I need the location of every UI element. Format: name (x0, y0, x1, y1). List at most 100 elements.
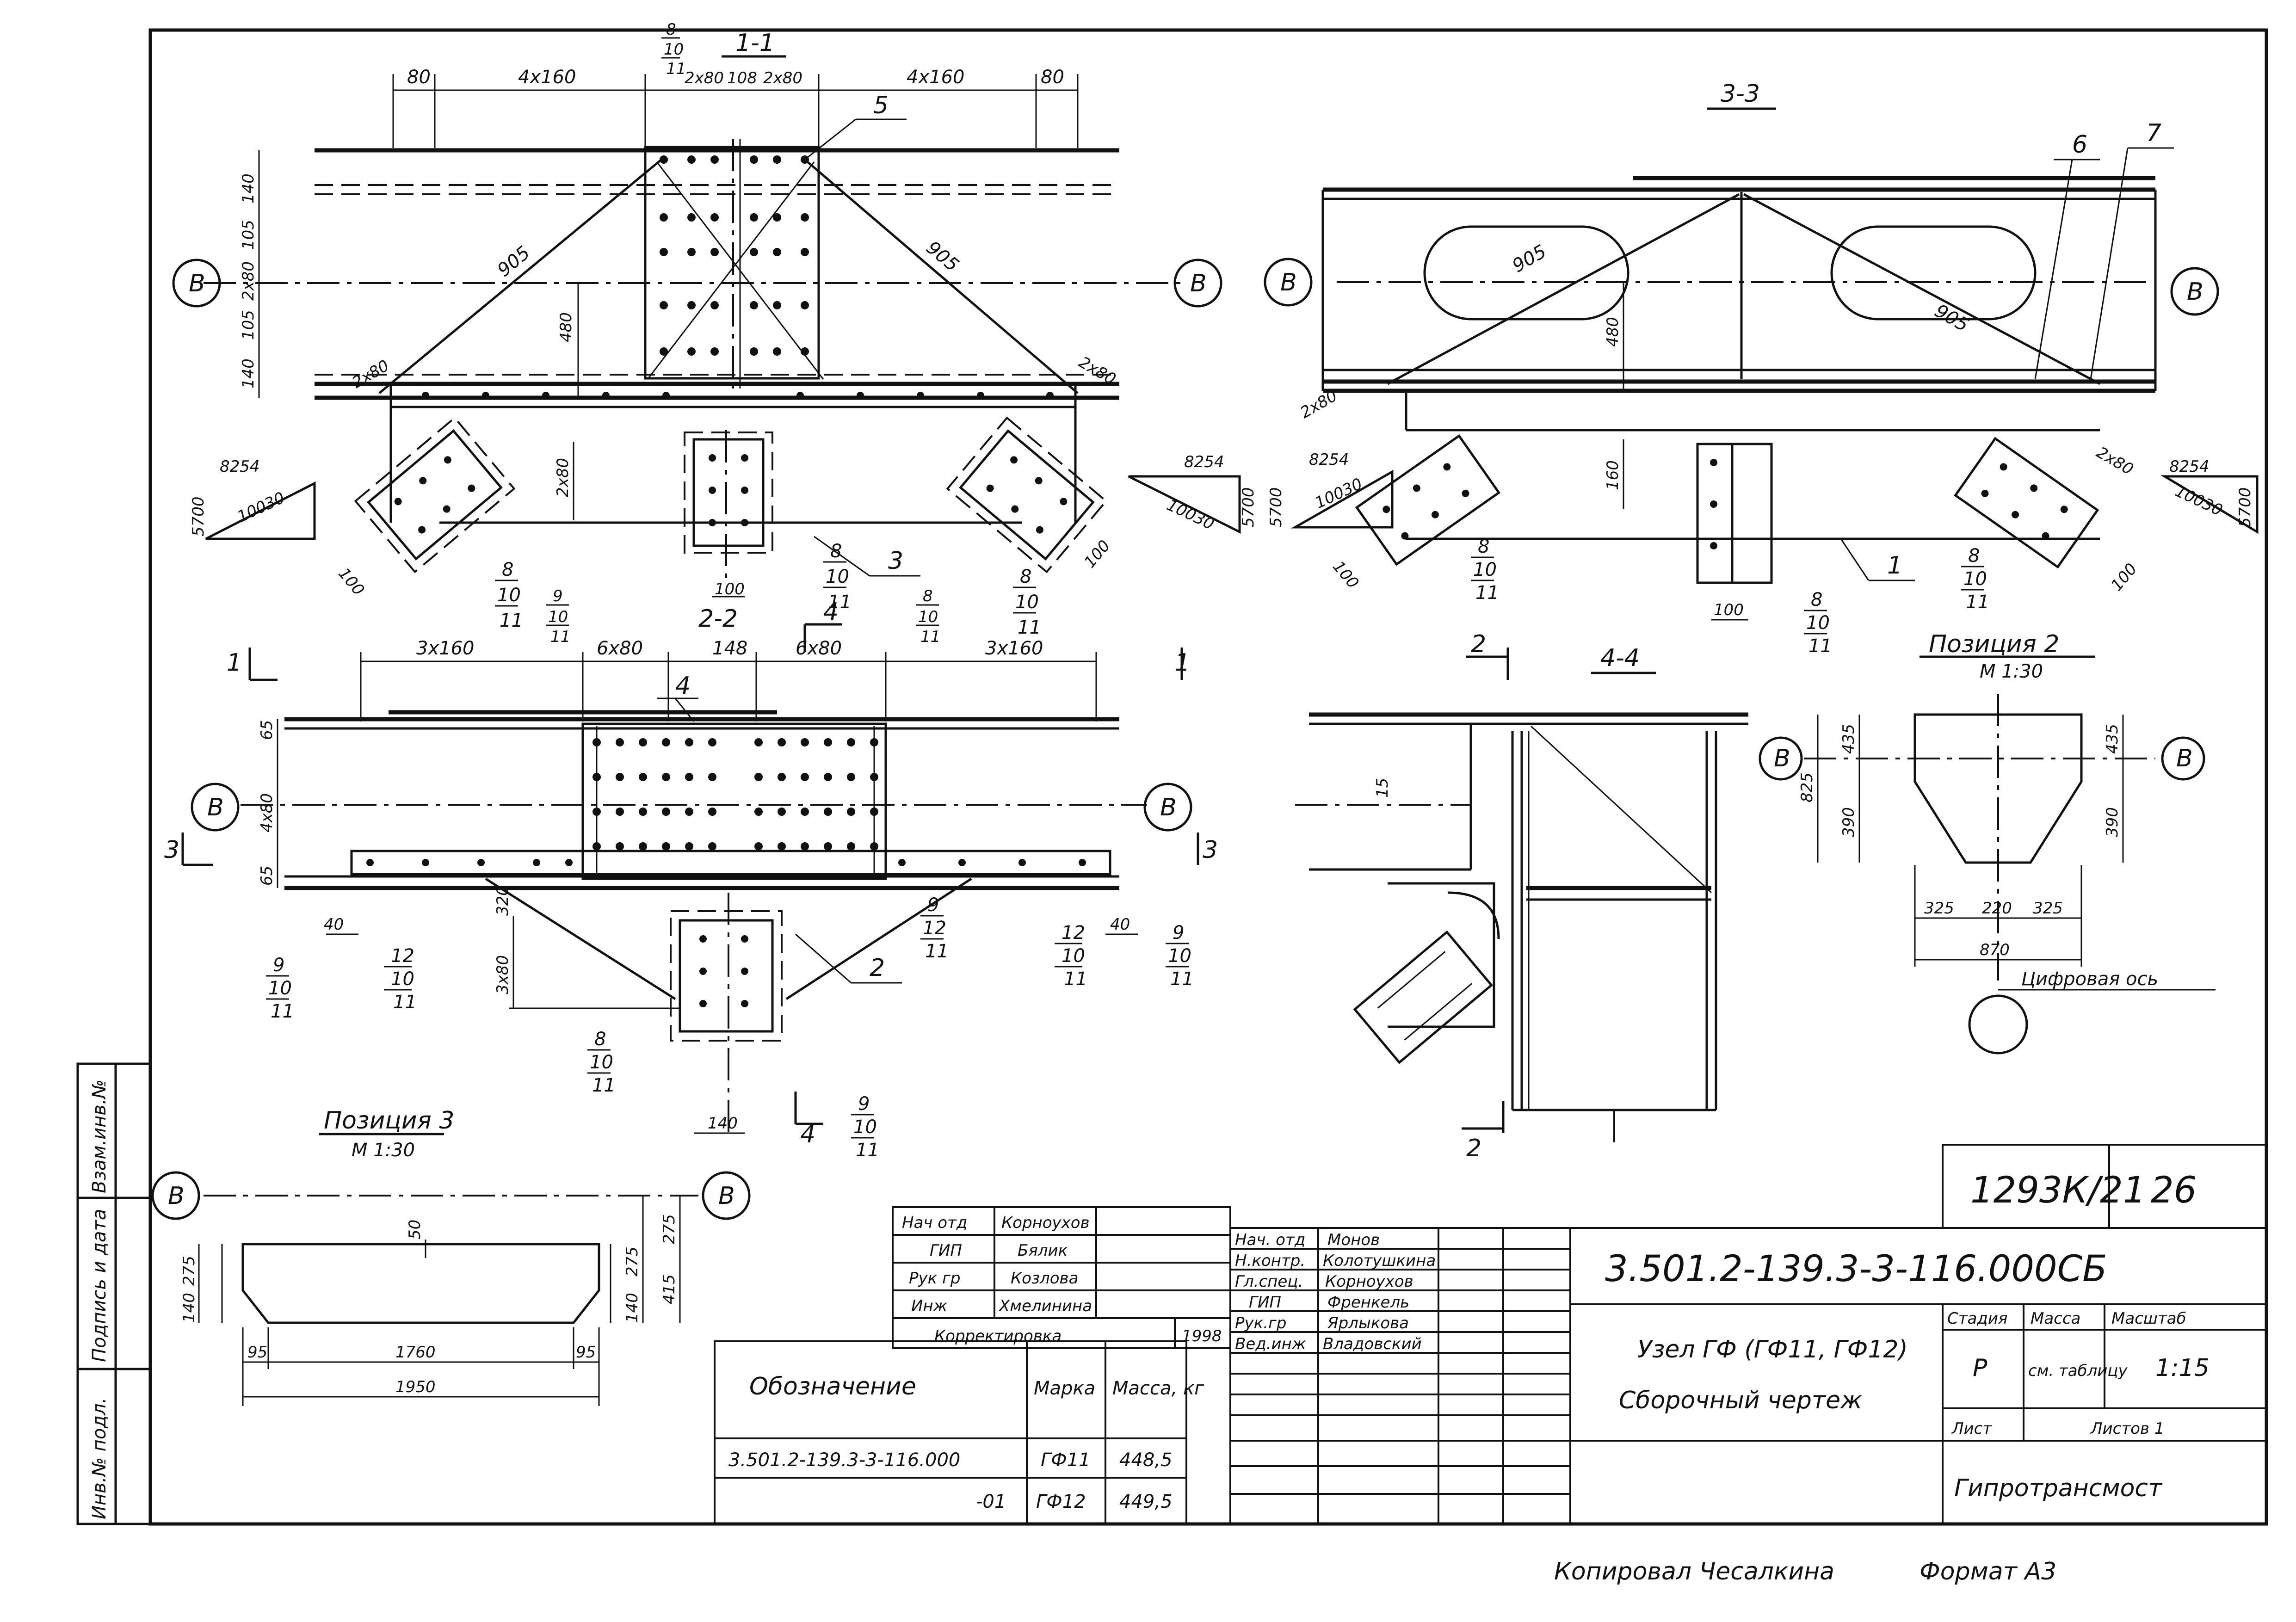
callout-8-10-11-3c: 8 10 11 (1961, 545, 1989, 613)
callout-9-10-11-b: 9 10 11 (1166, 922, 1194, 990)
svg-text:12: 12 (1062, 922, 1085, 944)
svg-text:10: 10 (497, 585, 521, 606)
svg-text:ГФ11: ГФ11 (1041, 1449, 1091, 1471)
svg-text:4-4: 4-4 (1600, 644, 1640, 672)
svg-text:3: 3 (888, 547, 903, 575)
svg-text:2: 2 (1471, 630, 1486, 658)
svg-text:905: 905 (1509, 241, 1550, 277)
callout-12-10-11-b: 12 10 11 (1055, 922, 1087, 990)
svg-text:100: 100 (1714, 601, 1744, 619)
svg-text:100: 100 (715, 580, 745, 598)
view-section-2: 1 1 4 3x160 6x80 148 6x80 3x160 65 4x80 … (164, 587, 1218, 1161)
svg-text:Н.контр.: Н.контр. (1235, 1252, 1305, 1270)
svg-text:65: 65 (258, 720, 276, 740)
svg-text:Рук гр: Рук гр (909, 1269, 960, 1288)
callout-8-10-11-c: 8 10 11 (1013, 566, 1041, 638)
svg-text:Обозначение: Обозначение (749, 1373, 916, 1400)
svg-text:140: 140 (239, 173, 258, 204)
bolt-grid-2 (593, 738, 878, 851)
svg-text:50: 50 (406, 1220, 424, 1240)
svg-text:8: 8 (594, 1029, 606, 1050)
sheet-format: Формат А3 (1920, 1558, 2056, 1585)
organization-name: Гипротрансмост (1954, 1474, 2163, 1502)
splice-plate-2 (581, 722, 887, 880)
svg-text:Марка: Марка (1034, 1378, 1095, 1399)
svg-text:11: 11 (920, 628, 940, 646)
svg-text:10: 10 (391, 968, 414, 990)
view-section-3-3: 3-3 В В 905 905 480 160 (1264, 80, 2259, 657)
svg-text:Нач отд: Нач отд (902, 1214, 967, 1232)
svg-text:1:15: 1:15 (2155, 1354, 2210, 1382)
callout-8-10-11-3a: 8 10 11 (1471, 536, 1499, 604)
svg-text:1: 1 (227, 649, 242, 677)
svg-text:Корректировка: Корректировка (934, 1327, 1062, 1345)
svg-text:2x80: 2x80 (554, 458, 572, 497)
svg-text:8: 8 (1968, 545, 1980, 567)
svg-text:11: 11 (500, 610, 523, 631)
svg-text:8: 8 (1811, 589, 1822, 611)
callout-9-10-11-top: 9 10 11 (546, 587, 570, 646)
svg-text:108: 108 (727, 69, 757, 87)
svg-text:12: 12 (391, 945, 414, 967)
svg-text:В: В (1190, 270, 1207, 297)
svg-text:105: 105 (239, 310, 258, 340)
svg-text:5: 5 (873, 92, 889, 119)
axis-marker-right (1173, 259, 1222, 308)
svg-text:8: 8 (923, 587, 933, 605)
slot-right (1830, 225, 2037, 321)
plate-outline-pos2 (1913, 713, 2083, 864)
gusset-right-3 (1954, 437, 2099, 569)
svg-text:Вед.инж: Вед.инж (1235, 1335, 1306, 1353)
svg-text:Корноухов: Корноухов (1001, 1214, 1090, 1232)
axis-marker-left-3 (1264, 258, 1313, 307)
svg-text:10: 10 (1473, 559, 1497, 580)
svg-text:11: 11 (828, 592, 852, 613)
svg-text:ГИП: ГИП (930, 1241, 962, 1260)
svg-text:10: 10 (268, 978, 292, 999)
axis-marker-right-pos3 (702, 1171, 751, 1220)
svg-text:10: 10 (1168, 945, 1191, 967)
svg-text:8: 8 (502, 559, 513, 580)
svg-text:10: 10 (1015, 592, 1039, 613)
position-2-detail: Позиция 2 М 1:30 В В 825 435 390 435 390… (1759, 630, 2216, 1055)
svg-text:9: 9 (553, 587, 563, 605)
svg-text:480: 480 (557, 312, 575, 342)
svg-text:80: 80 (1041, 67, 1064, 88)
svg-text:5700: 5700 (1239, 487, 1258, 527)
plate-outline-pos3 (241, 1243, 600, 1324)
side-strip: Взам.инв.№ Подпись и дата Инв.№ подл. (76, 1062, 152, 1525)
svg-text:Козлова: Козлова (1011, 1269, 1078, 1288)
svg-text:4x80: 4x80 (258, 793, 276, 833)
svg-text:5700: 5700 (2236, 487, 2254, 527)
svg-text:6x80: 6x80 (796, 638, 842, 659)
svg-text:5700: 5700 (1267, 487, 1285, 527)
svg-text:40: 40 (324, 915, 344, 934)
svg-text:4: 4 (823, 598, 839, 626)
strip-signature-date: Подпись и дата (89, 1209, 110, 1362)
svg-text:5700: 5700 (189, 496, 208, 537)
svg-text:1950: 1950 (395, 1378, 436, 1396)
svg-text:4x160: 4x160 (907, 67, 964, 88)
svg-text:10: 10 (1806, 612, 1830, 634)
svg-text:4: 4 (800, 1121, 815, 1148)
svg-text:-01: -01 (976, 1491, 1006, 1512)
svg-text:1: 1 (1887, 552, 1902, 580)
svg-text:11: 11 (393, 992, 417, 1013)
svg-text:325: 325 (2033, 899, 2063, 918)
svg-text:6x80: 6x80 (597, 638, 643, 659)
svg-text:10: 10 (590, 1052, 613, 1073)
svg-text:8254: 8254 (1309, 450, 1349, 469)
svg-text:3x160: 3x160 (985, 638, 1043, 659)
axis-marker-right-2 (1143, 783, 1192, 832)
axis-marker-left (172, 259, 221, 308)
svg-text:Гл.спец.: Гл.спец. (1235, 1272, 1303, 1291)
svg-text:Френкель: Френкель (1327, 1293, 1409, 1312)
svg-text:7: 7 (2146, 119, 2161, 147)
svg-text:10: 10 (853, 1116, 877, 1138)
svg-text:Позиция 3: Позиция 3 (324, 1107, 454, 1135)
svg-text:Масса, кг: Масса, кг (1112, 1378, 1204, 1399)
callout-9-12-11: 9 12 11 (920, 894, 949, 962)
digital-axis-marker (1968, 994, 2028, 1055)
svg-text:100: 100 (1080, 537, 1114, 571)
svg-text:9: 9 (927, 894, 939, 916)
